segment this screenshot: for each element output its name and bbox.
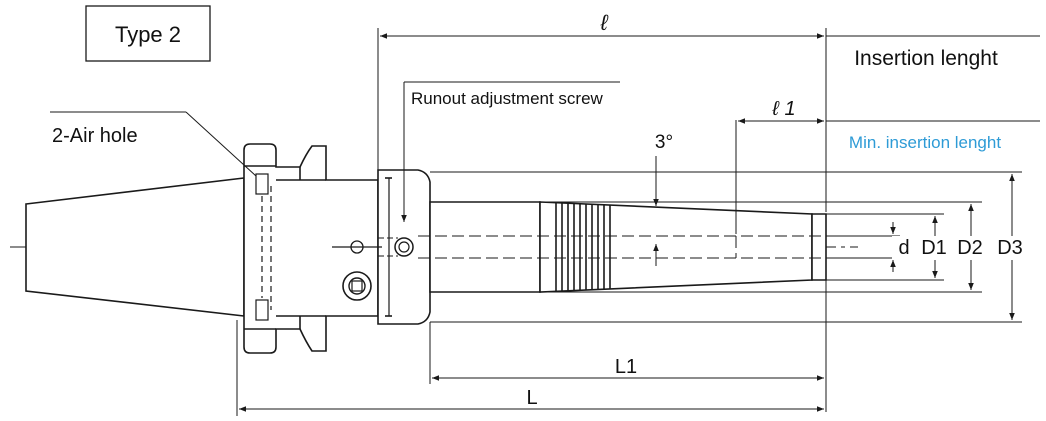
angle-label: 3°	[655, 132, 673, 153]
taper-shank	[25, 177, 245, 317]
dim-D1-label: D1	[921, 237, 947, 259]
runout-leader	[401, 81, 620, 222]
clamp-screw	[342, 271, 372, 301]
dim-D2-label: D2	[957, 237, 983, 259]
dim-ell	[377, 28, 1040, 212]
dim-d-label: d	[898, 237, 909, 259]
runout-screw-label: Runout adjustment screw	[411, 89, 604, 108]
insertion-length-label: Insertion lenght	[854, 47, 998, 70]
bore-hidden-lines	[418, 235, 828, 259]
flange	[243, 143, 379, 354]
neck	[429, 201, 541, 293]
dim-L1-label: L1	[615, 356, 637, 378]
air-hole-marks	[255, 173, 272, 321]
min-insertion-length-label: Min. insertion lenght	[849, 133, 1001, 152]
dim-ell1-label: ℓ 1	[771, 98, 795, 120]
type-label-box: Type 2	[85, 5, 211, 62]
dim-L-label: L	[526, 387, 537, 409]
side-hole	[332, 240, 382, 254]
dim-L1	[429, 280, 827, 412]
right-extensions	[430, 171, 1022, 323]
dim-ell1	[735, 118, 1040, 234]
type-label: Type 2	[115, 22, 181, 47]
runout-screw	[378, 237, 414, 257]
air-hole-leader	[50, 111, 257, 177]
dim-ell-label: ℓ	[599, 10, 608, 35]
dim-D3-label: D3	[997, 237, 1023, 259]
nose-ribs	[555, 203, 611, 291]
dim-L	[236, 320, 824, 416]
tip	[811, 213, 827, 281]
dim-label-backdrop	[892, 236, 1018, 260]
air-hole-label: 2-Air hole	[52, 125, 138, 147]
